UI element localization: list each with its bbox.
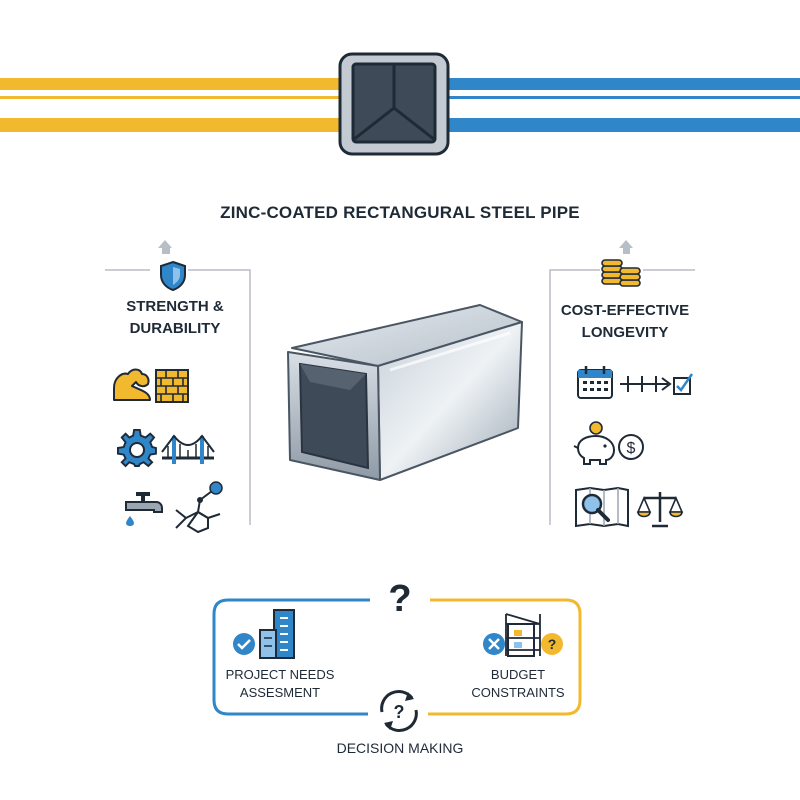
- svg-text:$: $: [627, 440, 636, 457]
- budget-constraints-line2: CONSTRAINTS: [471, 685, 565, 700]
- brick-wall-icon: [155, 369, 189, 403]
- balance-scale-icon: [636, 492, 684, 528]
- cost-label: COST-EFFECTIVE LONGEVITY: [545, 300, 705, 344]
- piggy-bank-icon: [573, 421, 616, 465]
- question-badge-icon: ?: [541, 633, 563, 655]
- dollar-coin-icon: $: [618, 434, 644, 460]
- question-mark: ?: [388, 578, 412, 620]
- scaffold-building-icon: [505, 613, 541, 657]
- check-circle-icon: [233, 633, 255, 655]
- cycle-question-icon: ?: [380, 690, 418, 732]
- x-circle-icon: [483, 633, 505, 655]
- blue-stripe-bottom: [445, 118, 800, 132]
- project-needs-line2: ASSESMENT: [239, 685, 321, 700]
- right-panel-frame: [549, 240, 695, 525]
- budget-constraints-line1: BUDGET: [490, 667, 546, 682]
- decision-frame: [212, 598, 582, 716]
- buildings-icon: [259, 609, 295, 659]
- shield-icon: [160, 260, 186, 292]
- bridge-icon: [161, 434, 215, 464]
- blue-stripe-thin: [445, 96, 800, 99]
- strength-label-line2: DURABILITY: [129, 320, 221, 337]
- budget-constraints-label: BUDGET CONSTRAINTS: [458, 666, 578, 702]
- strength-label-line1: STRENGTH &: [126, 298, 224, 315]
- flexed-arm-icon: [113, 368, 151, 401]
- magnifier-document-icon: [575, 486, 629, 528]
- cost-label-line2: LONGEVITY: [581, 324, 669, 341]
- calendar-icon: [577, 366, 613, 399]
- project-needs-label: PROJECT NEEDS ASSESMENT: [220, 666, 340, 702]
- coin-stack-icon: [601, 259, 641, 287]
- decision-making-caption: DECISION MAKING: [336, 740, 464, 756]
- yellow-stripe-bottom: [0, 118, 345, 132]
- strength-label: STRENGTH & DURABILITY: [95, 296, 255, 340]
- pipe-cross-section-icon: [338, 52, 450, 156]
- question-badge-text: ?: [548, 636, 557, 652]
- project-needs-line1: PROJECT NEEDS: [225, 667, 335, 682]
- steel-pipe-illustration: [287, 304, 523, 481]
- faucet-icon: [125, 492, 163, 526]
- cost-label-line1: COST-EFFECTIVE: [560, 302, 690, 319]
- gear-icon: [117, 428, 157, 468]
- yellow-stripe-top: [0, 78, 345, 90]
- cycle-question-text: ?: [394, 702, 405, 722]
- molecule-icon: [175, 481, 223, 534]
- yellow-stripe-thin: [0, 96, 345, 99]
- left-panel-frame: [105, 240, 251, 525]
- timeline-check-icon: [620, 373, 694, 395]
- blue-stripe-top: [445, 78, 800, 90]
- page-title: ZINC-COATED RECTANGURAL STEEL PIPE: [220, 203, 580, 222]
